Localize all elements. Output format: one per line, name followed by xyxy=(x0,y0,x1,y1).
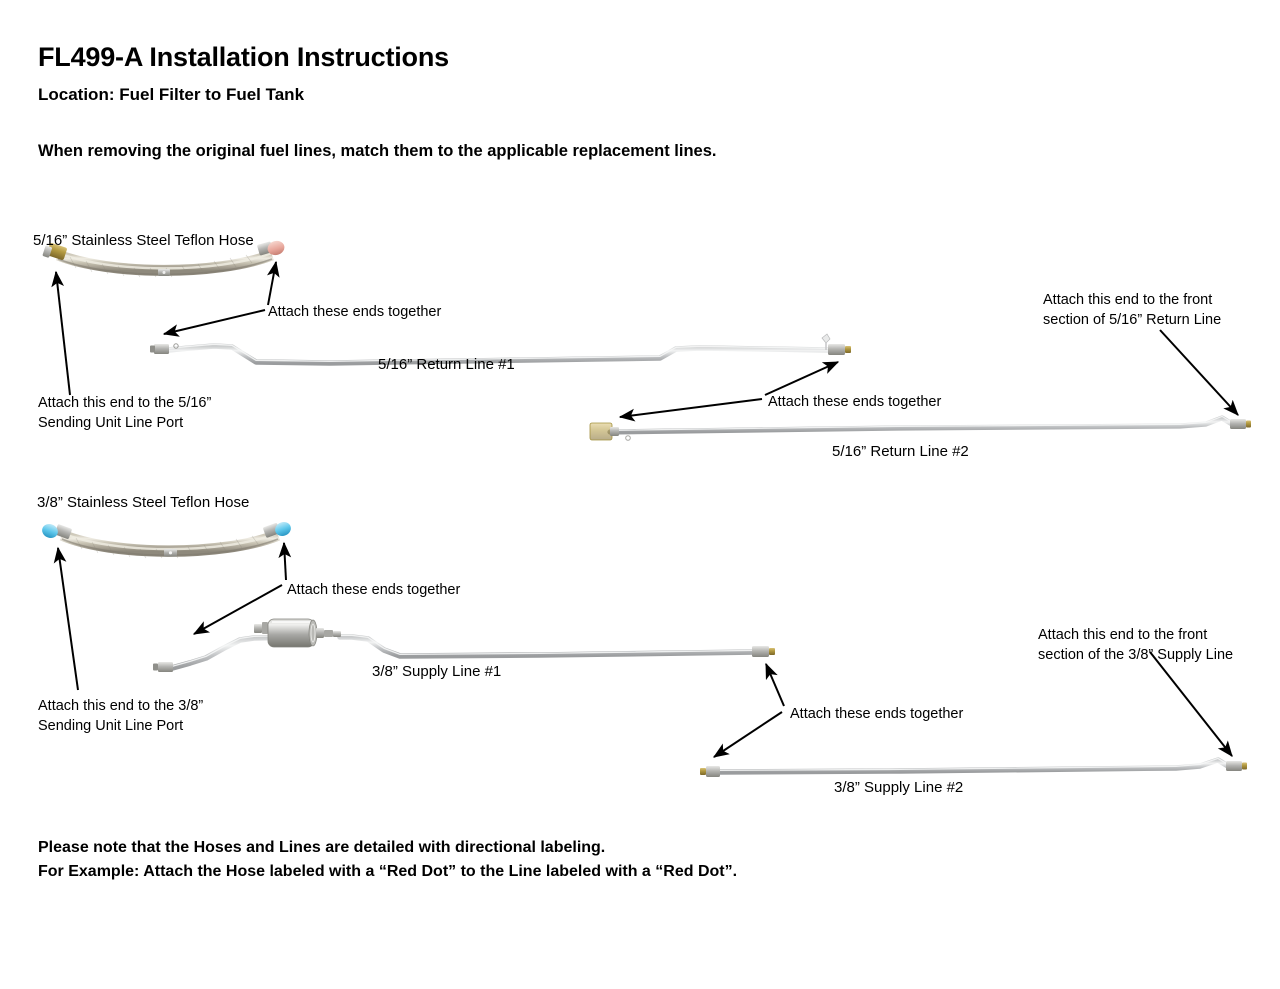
arrow-516-line2-right xyxy=(1159,329,1239,416)
arrow-38-sending-unit xyxy=(53,546,79,691)
location-subtitle: Location: Fuel Filter to Fuel Tank xyxy=(38,85,305,104)
return-line-1-right-fitting xyxy=(821,333,851,355)
arrow-38-line1-left xyxy=(192,584,283,635)
footer-note-line-2: For Example: Attach the Hose labeled wit… xyxy=(38,863,738,880)
return-line-2 xyxy=(589,415,1251,441)
anno-38-sending-unit-line2: Sending Unit Line Port xyxy=(38,718,184,734)
label-hose-516: 5/16” Stainless Steel Teflon Hose xyxy=(33,232,254,249)
inline-fuel-filter xyxy=(254,618,341,648)
supply-line-1-right-fitting xyxy=(752,646,775,657)
label-supply-line-2: 3/8” Supply Line #2 xyxy=(834,779,964,796)
arrow-516-hose-right xyxy=(267,260,280,306)
hose-516-left-fitting xyxy=(42,243,67,260)
page-title: FL499-A Installation Instructions xyxy=(38,42,449,72)
supply-line-2-left-fitting xyxy=(700,766,720,777)
label-return-line-1: 5/16” Return Line #1 xyxy=(378,356,515,373)
anno-516-sending-unit-line2: Sending Unit Line Port xyxy=(38,415,184,431)
anno-516-front-section-line2: section of 5/16” Return Line xyxy=(1043,312,1222,328)
arrow-516-line1-left xyxy=(162,309,266,337)
supply-line-2 xyxy=(700,757,1247,777)
label-hose-38: 3/8” Stainless Steel Teflon Hose xyxy=(37,494,250,511)
arrow-516-line1-right xyxy=(764,361,840,396)
return-line-2-left-fitting xyxy=(589,422,631,441)
label-return-line-2: 5/16” Return Line #2 xyxy=(832,443,969,460)
anno-516-lines-attach: Attach these ends together xyxy=(768,394,942,410)
arrow-516-line2-left xyxy=(618,398,763,422)
return-line-1 xyxy=(150,333,851,366)
anno-516-front-section-line1: Attach this end to the front xyxy=(1043,292,1213,308)
return-line-2-right-fitting xyxy=(1230,419,1251,429)
hose-516 xyxy=(42,240,285,278)
supply-line-1 xyxy=(153,618,775,672)
anno-38-front-section-line2: section of the 3/8” Supply Line xyxy=(1038,647,1234,663)
anno-38-front-section-line1: Attach this end to the front xyxy=(1038,627,1208,643)
arrow-516-sending-unit xyxy=(51,270,71,396)
hose-38-left-fitting-blue-dot xyxy=(42,524,72,539)
anno-38-hose-attach: Attach these ends together xyxy=(287,582,461,598)
anno-38-sending-unit-line1: Attach this end to the 3/8” xyxy=(38,698,204,714)
supply-line-2-right-fitting xyxy=(1226,761,1247,771)
hose-38 xyxy=(42,522,291,559)
lead-instruction: When removing the original fuel lines, m… xyxy=(38,142,717,160)
footer-note-line-1: Please note that the Hoses and Lines are… xyxy=(38,839,606,856)
anno-516-sending-unit-line1: Attach this end to the 5/16” xyxy=(38,395,212,411)
arrow-38-hose-right xyxy=(278,541,292,581)
arrow-38-line2-left xyxy=(712,711,783,758)
hose-516-right-fitting-red-dot xyxy=(257,240,285,256)
hose-38-right-fitting-blue-dot xyxy=(263,522,291,538)
arrow-38-line2-right xyxy=(1149,651,1233,757)
label-supply-line-1: 3/8” Supply Line #1 xyxy=(372,663,502,680)
arrow-38-line1-right xyxy=(765,662,785,707)
supply-line-1-left-fitting xyxy=(153,662,173,672)
anno-516-hose-attach: Attach these ends together xyxy=(268,304,442,320)
anno-38-lines-attach: Attach these ends together xyxy=(790,706,964,722)
return-line-1-left-fitting xyxy=(150,343,179,354)
